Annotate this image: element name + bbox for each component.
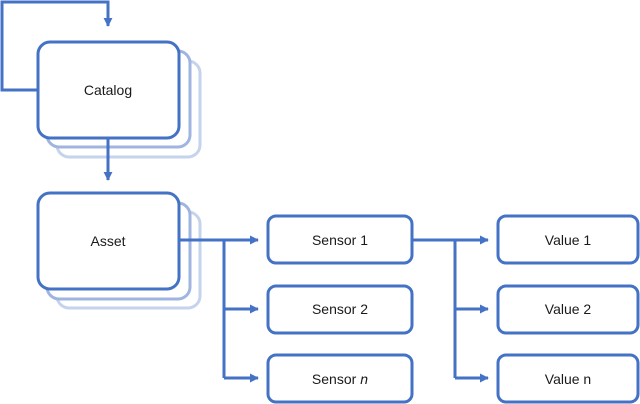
- value-1-box[interactable]: [496, 214, 640, 265]
- value-2-node[interactable]: Value 2: [496, 284, 640, 335]
- catalog-label: Catalog: [84, 82, 132, 98]
- catalog-stack: Catalog: [36, 40, 202, 159]
- sensor-n-box[interactable]: [266, 353, 414, 404]
- sensor-2-node[interactable]: Sensor 2: [266, 284, 414, 335]
- value-n-label: Value n: [545, 371, 591, 387]
- asset-stack: Asset: [36, 191, 202, 310]
- value-2-box[interactable]: [496, 284, 640, 335]
- value-1-node[interactable]: Value 1: [496, 214, 640, 265]
- value-n-node[interactable]: Value n: [496, 353, 640, 404]
- catalog-self-loop-arrow: [0, 0, 113, 92]
- value-2-label: Value 2: [545, 301, 592, 317]
- sensor-1-label: Sensor 1: [312, 232, 368, 248]
- sensor-2-label: Sensor 2: [312, 301, 368, 317]
- sensor-2-box[interactable]: [266, 284, 414, 335]
- value-n-box[interactable]: [496, 353, 640, 404]
- asset-label: Asset: [90, 233, 125, 249]
- sensor-1-node[interactable]: Sensor 1: [266, 214, 414, 265]
- sensor-n-label-italic: n: [360, 371, 368, 387]
- sensor-n-label-text: Sensor: [312, 371, 357, 387]
- value-1-label: Value 1: [545, 232, 592, 248]
